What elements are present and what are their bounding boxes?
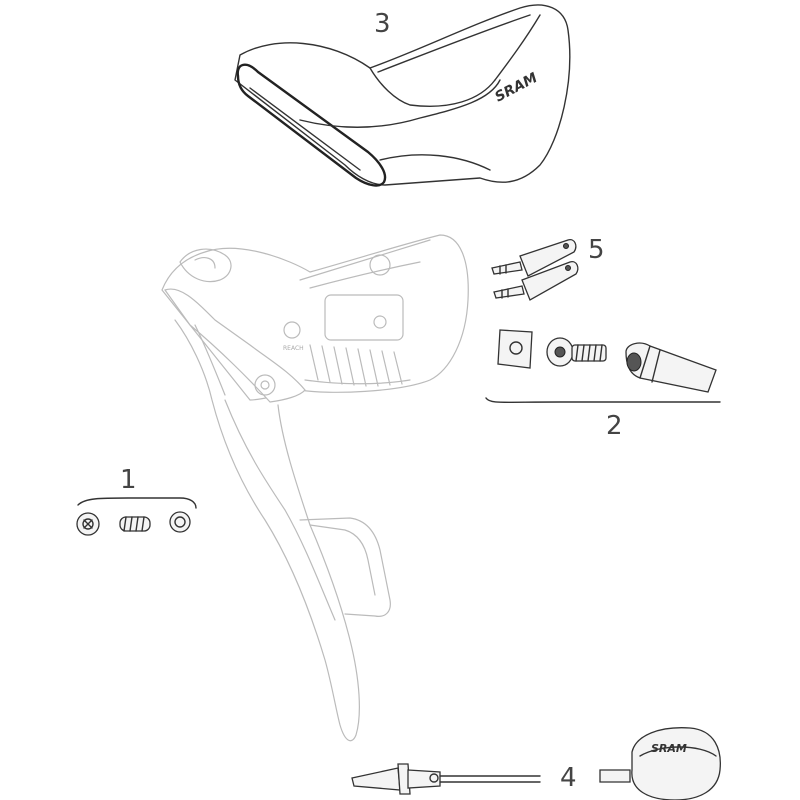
bleed-fitting-lower [493, 261, 579, 301]
cable-ferrule [351, 763, 541, 795]
reach-kit-screw [119, 516, 151, 532]
reach-kit-nut [76, 512, 100, 536]
bleed-fitting-upper [491, 239, 577, 277]
callout-3: 3 [374, 9, 391, 39]
reach-adjust-kit [76, 497, 197, 536]
callout-4: 4 [560, 763, 577, 793]
reach-label: REACH [283, 345, 304, 352]
clamp-washer [497, 329, 533, 369]
clamp-kit-bracket [485, 397, 721, 404]
callout-1: 1 [120, 465, 137, 495]
reach-kit-washer [169, 511, 191, 533]
callout-5: 5 [588, 235, 605, 265]
cable-parts: SRAM [351, 727, 721, 800]
brake-lever-body: REACH [161, 234, 469, 742]
hood-logo-text: SRAM [492, 70, 540, 106]
hood-part: SRAM [234, 4, 571, 187]
bleed-fittings [491, 239, 579, 301]
reach-kit-bracket [77, 497, 197, 509]
clamp-band [625, 342, 717, 393]
callout-2: 2 [606, 411, 623, 441]
clamp-bolt [546, 337, 607, 367]
cap-logo-text: SRAM [651, 742, 687, 755]
cable-cap: SRAM [599, 727, 721, 800]
clamp-kit [485, 329, 721, 404]
